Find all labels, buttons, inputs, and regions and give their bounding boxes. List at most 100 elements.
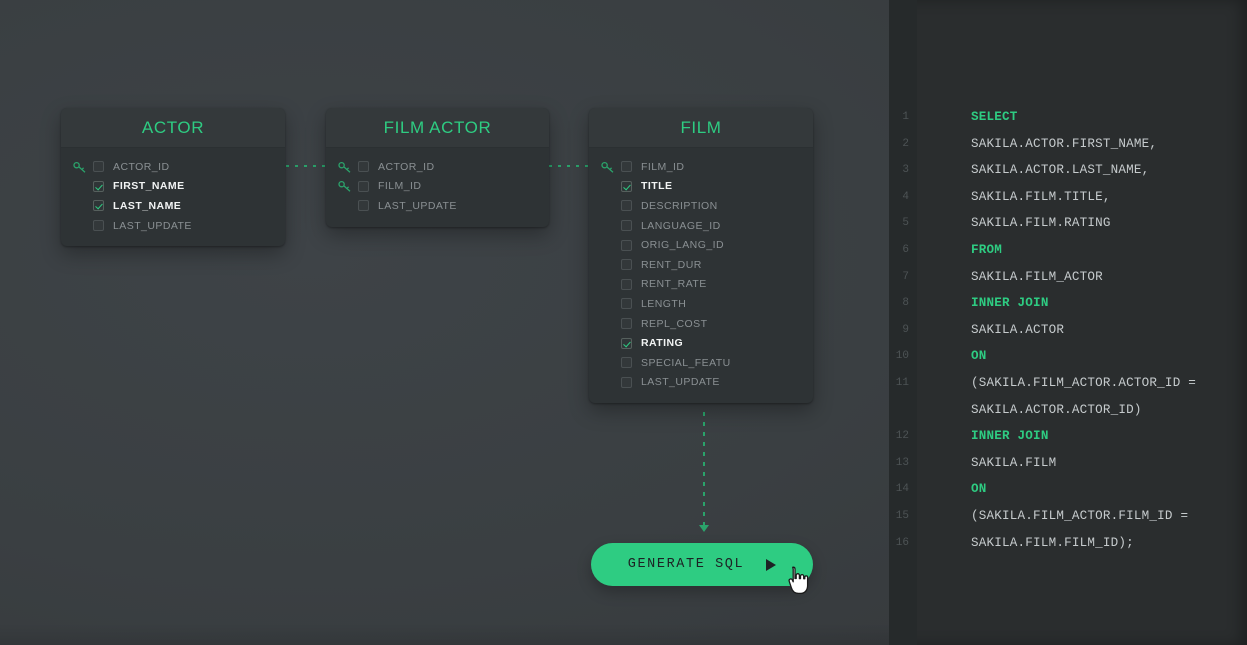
table-row[interactable]: FILM_ID (589, 157, 813, 177)
column-label: ACTOR_ID (378, 160, 435, 173)
column-checkbox[interactable] (621, 337, 632, 349)
column-checkbox[interactable] (621, 357, 632, 369)
column-checkbox[interactable] (621, 200, 632, 212)
table-row[interactable]: RENT_RATE (589, 275, 813, 295)
column-checkbox[interactable] (621, 180, 632, 192)
column-label: RENT_DUR (641, 258, 702, 271)
column-label: FILM_ID (378, 180, 422, 193)
table-row[interactable]: RATING (589, 333, 813, 353)
key-slot (601, 200, 615, 212)
table-card-film[interactable]: FILM FILM_ID TITLE (589, 108, 813, 404)
table-columns-film-actor: ACTOR_ID FILM_ID LAST_UPDATE (326, 148, 549, 227)
column-checkbox[interactable] (621, 318, 632, 330)
table-card-actor[interactable]: ACTOR ACTOR_ID FIRST_NAME (61, 108, 285, 247)
table-row[interactable]: ACTOR_ID (326, 157, 549, 177)
line-number: 15 (895, 509, 909, 522)
column-checkbox[interactable] (93, 161, 104, 173)
table-row[interactable]: LAST_UPDATE (589, 373, 813, 393)
table-row[interactable]: DESCRIPTION (589, 196, 813, 216)
table-card-film-actor[interactable]: FILM ACTOR ACTOR_ID FILM_ID (326, 108, 549, 227)
column-label: LAST_NAME (113, 199, 182, 212)
table-row[interactable]: SPECIAL_FEATU (589, 353, 813, 373)
line-number: 8 (902, 297, 909, 310)
sql-keyword: FROM (971, 242, 1003, 257)
key-slot (601, 337, 615, 349)
table-row[interactable]: FIRST_NAME (61, 177, 285, 197)
table-row[interactable]: LENGTH (589, 294, 813, 314)
column-checkbox[interactable] (621, 259, 632, 271)
table-columns-film: FILM_ID TITLE DESCRIPTION LANGUAGE_ID (589, 148, 813, 403)
sql-text: (SAKILA.FILM_ACTOR.ACTOR_ID = SAKILA.ACT… (971, 375, 1196, 417)
line-number: 3 (902, 164, 909, 177)
line-number: 6 (902, 243, 909, 256)
table-row[interactable]: ACTOR_ID (61, 157, 285, 177)
table-row[interactable]: FILM_ID (326, 177, 549, 197)
column-checkbox[interactable] (93, 180, 104, 192)
primary-key-icon (338, 161, 352, 173)
sql-code-line: 15(SAKILA.FILM_ACTOR.FILM_ID = (889, 503, 1247, 530)
table-row[interactable]: REPL_COST (589, 314, 813, 334)
table-row[interactable]: ORIG_LANG_ID (589, 235, 813, 255)
column-checkbox[interactable] (621, 161, 632, 173)
key-slot (73, 180, 87, 192)
primary-key-icon (338, 180, 352, 193)
table-row[interactable]: LAST_UPDATE (326, 196, 549, 216)
er-diagram-canvas[interactable]: ACTOR ACTOR_ID FIRST_NAME (0, 0, 889, 645)
key-slot (601, 220, 615, 232)
sql-code-line: 11(SAKILA.FILM_ACTOR.ACTOR_ID = SAKILA.A… (889, 370, 1247, 423)
line-number: 13 (895, 456, 909, 469)
key-slot (601, 239, 615, 251)
column-checkbox[interactable] (93, 220, 104, 232)
table-header-film: FILM (589, 108, 813, 148)
column-checkbox[interactable] (621, 278, 632, 290)
sql-keyword: INNER JOIN (971, 429, 1049, 444)
column-checkbox[interactable] (621, 239, 632, 251)
table-header-actor: ACTOR (61, 108, 285, 148)
sql-text: SAKILA.FILM.FILM_ID); (971, 535, 1134, 550)
line-number: 4 (902, 190, 909, 203)
generate-sql-button[interactable]: GENERATE SQL (591, 543, 813, 586)
column-checkbox[interactable] (358, 180, 369, 192)
table-row[interactable]: LAST_UPDATE (61, 216, 285, 236)
column-checkbox[interactable] (621, 220, 632, 232)
key-slot (601, 357, 615, 369)
table-row[interactable]: TITLE (589, 177, 813, 197)
sql-code-line: 12 INNER JOIN (889, 423, 1247, 450)
line-number: 16 (895, 536, 909, 549)
line-number: 12 (895, 430, 909, 443)
column-label: TITLE (641, 180, 673, 193)
column-label: ORIG_LANG_ID (641, 239, 725, 252)
table-row[interactable]: LANGUAGE_ID (589, 216, 813, 236)
connector-filmactor-to-film (549, 165, 589, 167)
play-triangle-icon (766, 558, 777, 571)
column-checkbox[interactable] (621, 376, 632, 388)
primary-key-icon (73, 161, 87, 173)
line-number: 7 (902, 270, 909, 283)
column-label: FILM_ID (641, 160, 685, 173)
table-row[interactable]: LAST_NAME (61, 196, 285, 216)
table-row[interactable]: RENT_DUR (589, 255, 813, 275)
column-checkbox[interactable] (93, 200, 104, 212)
line-number: 2 (902, 137, 909, 150)
column-checkbox[interactable] (358, 161, 369, 173)
column-label: DESCRIPTION (641, 199, 718, 212)
sql-text: SAKILA.ACTOR (971, 322, 1065, 337)
column-checkbox[interactable] (621, 298, 632, 310)
column-checkbox[interactable] (358, 200, 369, 212)
key-slot (338, 200, 352, 212)
sql-code-line: 16 SAKILA.FILM.FILM_ID); (889, 530, 1247, 557)
column-label: SPECIAL_FEATU (641, 356, 731, 369)
key-slot (73, 220, 87, 232)
connector-film-to-generate (703, 412, 705, 527)
table-title: FILM ACTOR (383, 117, 492, 137)
